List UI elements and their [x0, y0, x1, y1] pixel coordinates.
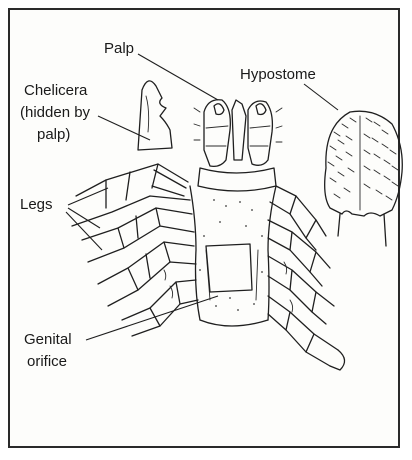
label-palp: Palp [104, 40, 134, 57]
chelicera-drawing [138, 81, 172, 150]
left-legs [72, 164, 198, 336]
body-stippling [199, 199, 263, 311]
genital-orifice [206, 244, 252, 292]
label-legs: Legs [20, 196, 53, 213]
label-chelicera-2: (hidden by [20, 104, 91, 121]
right-legs [268, 186, 345, 370]
label-genital-1: Genital [24, 331, 72, 348]
label-chelicera-1: Chelicera [24, 82, 88, 99]
mouthparts [194, 100, 282, 167]
label-chelicera-3: palp) [37, 126, 70, 143]
hypostome-drawing [325, 111, 403, 246]
body-outline [190, 186, 276, 326]
basis-capituli [198, 168, 276, 191]
label-hypostome: Hypostome [240, 66, 316, 83]
label-genital-2: orifice [27, 353, 67, 370]
